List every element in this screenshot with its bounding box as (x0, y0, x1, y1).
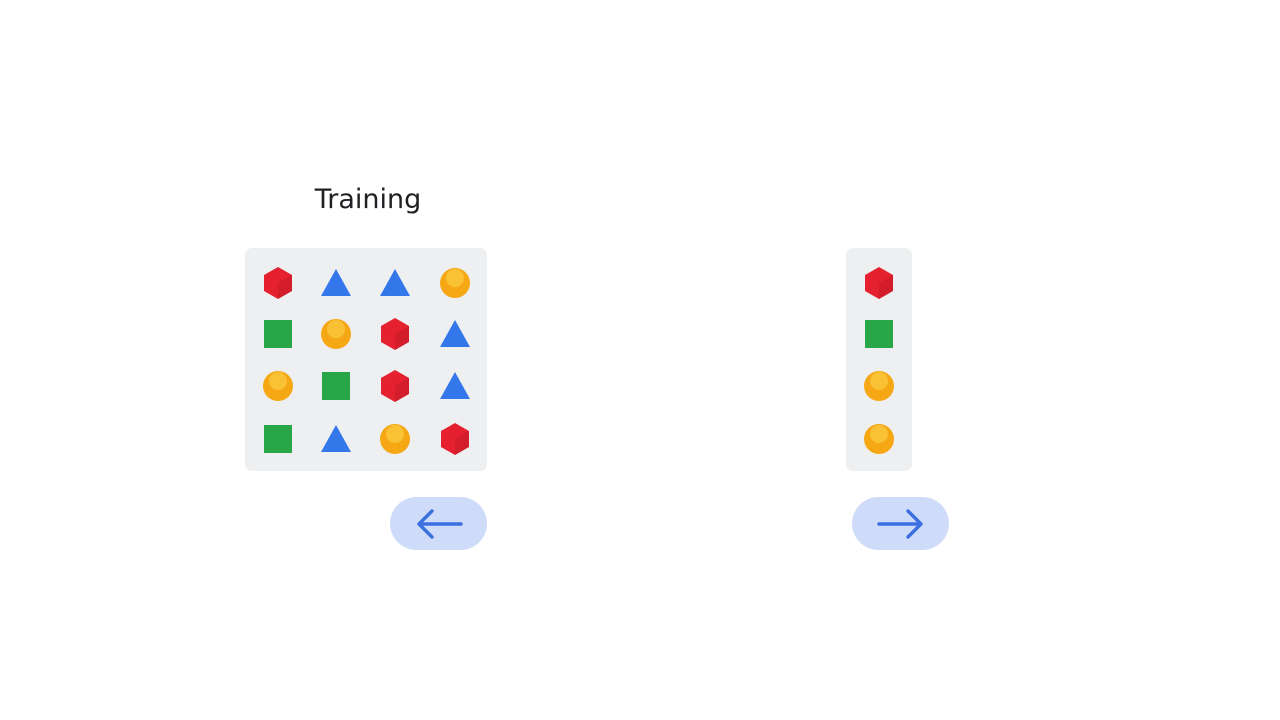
arrow-right-icon (874, 507, 928, 541)
back-button[interactable] (390, 497, 487, 550)
training-grid (245, 248, 487, 471)
square-icon (319, 369, 353, 403)
hexagon-icon (261, 266, 295, 300)
hexagon-icon (438, 422, 472, 456)
hexagon-icon (378, 317, 412, 351)
arrow-left-icon (412, 507, 466, 541)
training-title: Training (314, 184, 422, 215)
triangle-icon (438, 317, 472, 351)
circle-icon (319, 317, 353, 351)
square-icon (862, 317, 896, 351)
next-button[interactable] (852, 497, 949, 550)
hexagon-icon (862, 266, 896, 300)
square-icon (261, 422, 295, 456)
triangle-icon (378, 266, 412, 300)
square-icon (261, 317, 295, 351)
circle-icon (862, 422, 896, 456)
hexagon-icon (378, 369, 412, 403)
circle-icon (378, 422, 412, 456)
circle-icon (261, 369, 295, 403)
circle-icon (862, 369, 896, 403)
triangle-icon (438, 369, 472, 403)
selection-column (846, 248, 912, 471)
triangle-icon (319, 422, 353, 456)
circle-icon (438, 266, 472, 300)
triangle-icon (319, 266, 353, 300)
